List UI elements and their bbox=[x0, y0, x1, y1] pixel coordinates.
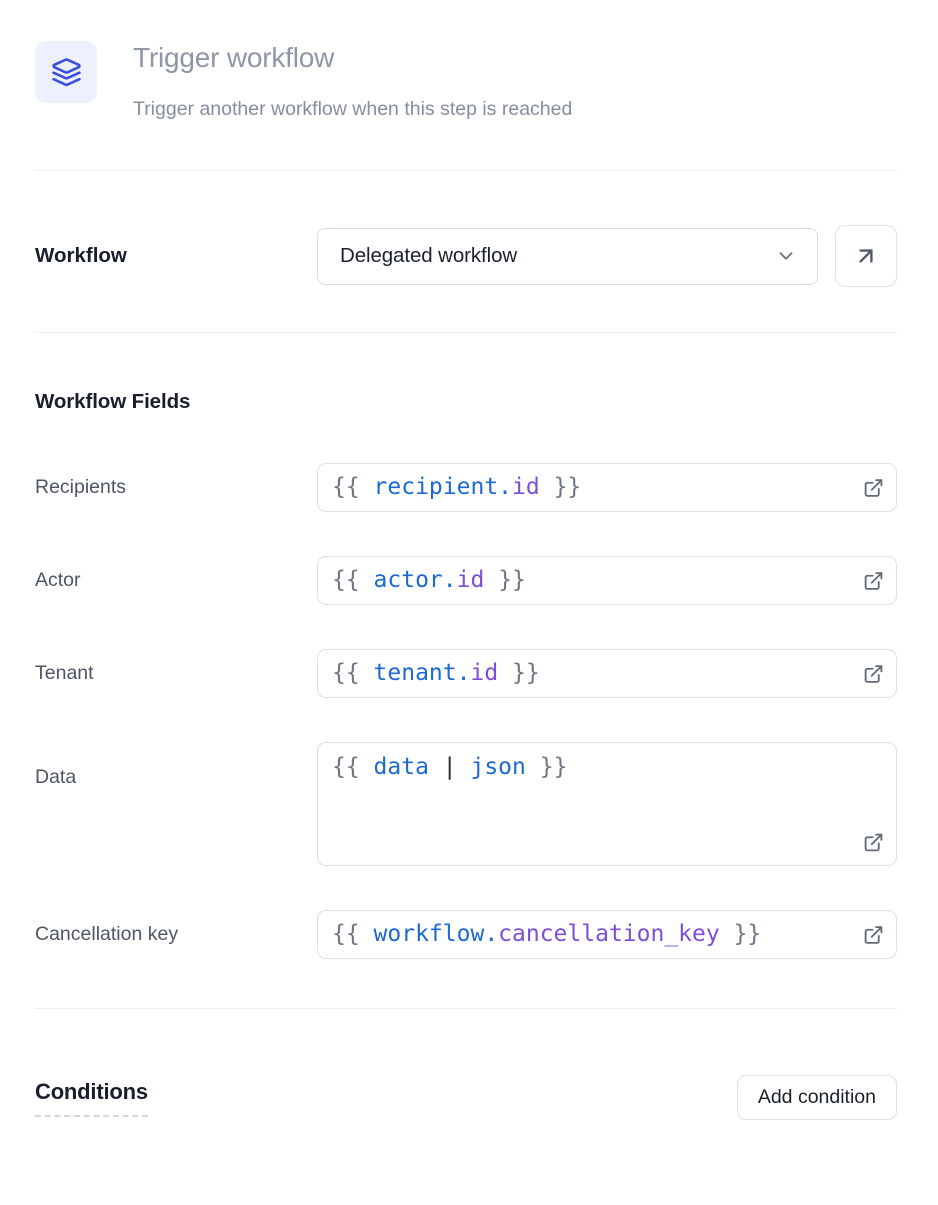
external-link-icon[interactable] bbox=[863, 477, 884, 498]
workflow-field-row: Actor {{ actor.id }} bbox=[35, 556, 897, 605]
divider bbox=[35, 170, 897, 171]
panel-header: Trigger workflow Trigger another workflo… bbox=[35, 41, 897, 121]
conditions-heading: Conditions bbox=[35, 1079, 148, 1117]
liquid-template-input[interactable]: {{ recipient.id }} bbox=[317, 463, 897, 512]
external-link-icon[interactable] bbox=[863, 570, 884, 591]
trigger-workflow-panel: Trigger workflow Trigger another workflo… bbox=[0, 41, 938, 1120]
page-subtitle: Trigger another workflow when this step … bbox=[133, 98, 573, 120]
workflow-field-row: Cancellation key {{ workflow.cancellation… bbox=[35, 910, 897, 959]
add-condition-button[interactable]: Add condition bbox=[736, 1075, 897, 1120]
step-icon-box bbox=[35, 41, 97, 103]
chevron-down-icon bbox=[775, 245, 797, 267]
field-label: Tenant bbox=[35, 662, 94, 684]
liquid-template-value: {{ data | json }} bbox=[332, 754, 568, 780]
open-workflow-button[interactable] bbox=[835, 225, 897, 287]
workflow-label: Workflow bbox=[35, 244, 127, 267]
divider bbox=[35, 332, 897, 333]
workflow-field-row: Data {{ data | json }} bbox=[35, 742, 897, 866]
liquid-template-input[interactable]: {{ data | json }} bbox=[317, 742, 897, 866]
field-label: Recipients bbox=[35, 476, 127, 498]
header-text: Trigger workflow Trigger another workflo… bbox=[133, 41, 572, 121]
workflow-select-row: Workflow Delegated workflow bbox=[35, 225, 897, 287]
page-title: Trigger workflow bbox=[133, 42, 335, 73]
workflow-select-value: Delegated workflow bbox=[340, 244, 518, 267]
workflow-fields-list: Recipients {{ recipient.id }} Actor {{ act… bbox=[35, 463, 897, 959]
field-label: Data bbox=[35, 766, 77, 788]
external-link-icon[interactable] bbox=[863, 663, 884, 684]
field-label: Cancellation key bbox=[35, 923, 179, 945]
field-label: Actor bbox=[35, 569, 81, 591]
liquid-template-value: {{ workflow.cancellation_key }} bbox=[332, 921, 762, 947]
external-link-icon[interactable] bbox=[863, 832, 884, 853]
liquid-template-value: {{ actor.id }} bbox=[332, 567, 526, 593]
workflow-fields-heading: Workflow Fields bbox=[35, 390, 191, 413]
workflow-select[interactable]: Delegated workflow bbox=[317, 227, 818, 285]
liquid-template-input[interactable]: {{ actor.id }} bbox=[317, 556, 897, 605]
workflow-field-row: Recipients {{ recipient.id }} bbox=[35, 463, 897, 512]
liquid-template-input[interactable]: {{ workflow.cancellation_key }} bbox=[317, 910, 897, 959]
liquid-template-value: {{ tenant.id }} bbox=[332, 660, 540, 686]
liquid-template-value: {{ recipient.id }} bbox=[332, 474, 582, 500]
conditions-section: Conditions Add condition bbox=[35, 1075, 897, 1120]
arrow-up-right-icon bbox=[853, 243, 879, 269]
workflow-field-row: Tenant {{ tenant.id }} bbox=[35, 649, 897, 698]
layers-icon bbox=[51, 57, 82, 88]
liquid-template-input[interactable]: {{ tenant.id }} bbox=[317, 649, 897, 698]
divider bbox=[35, 1008, 897, 1009]
external-link-icon[interactable] bbox=[863, 924, 884, 945]
